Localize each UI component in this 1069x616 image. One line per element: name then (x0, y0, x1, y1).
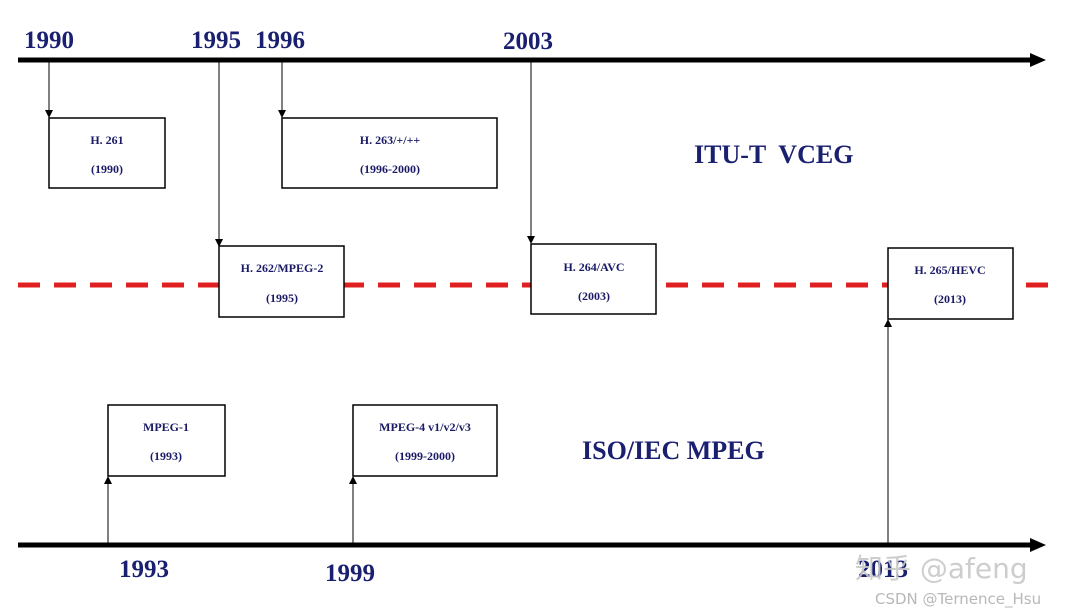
box-h262: H. 262/MPEG-2 (1995) (218, 245, 345, 318)
group-label-itu-vceg: ITU-T VCEG (694, 140, 853, 169)
csdn-watermark: CSDN @Ternence_Hsu (875, 590, 1041, 609)
box-mpeg4-name: MPEG-4 v1/v2/v3 (379, 420, 471, 434)
top-timeline-arrowhead (1030, 53, 1046, 67)
zhihu-watermark: 知乎 @afeng (855, 552, 1028, 585)
box-mpeg4-years: (1999-2000) (395, 449, 455, 463)
box-h263-name: H. 263/+/++ (360, 133, 421, 147)
top-year-1990: 1990 (24, 27, 74, 54)
box-h265-name: H. 265/HEVC (914, 263, 985, 277)
bottom-year-1999: 1999 (325, 560, 375, 587)
box-h261-years: (1990) (91, 162, 123, 176)
bottom-year-2013: 2013 (858, 556, 908, 583)
box-h263-years: (1996-2000) (360, 162, 420, 176)
box-h263: H. 263/+/++ (1996-2000) (281, 117, 498, 189)
box-h264-name: H. 264/AVC (563, 260, 624, 274)
top-year-1995: 1995 (191, 27, 241, 54)
group-label-iso-mpeg: ISO/IEC MPEG (582, 436, 765, 465)
box-h265-years: (2013) (934, 292, 966, 306)
box-h264: H. 264/AVC (2003) (530, 243, 657, 315)
box-mpeg4: MPEG-4 v1/v2/v3 (1999-2000) (352, 404, 498, 477)
box-mpeg1-years: (1993) (150, 449, 182, 463)
box-h261-name: H. 261 (90, 133, 123, 147)
box-h262-name: H. 262/MPEG-2 (241, 261, 324, 275)
top-year-1996: 1996 (255, 27, 305, 54)
box-h262-years: (1995) (266, 291, 298, 305)
top-year-2003: 2003 (503, 28, 553, 55)
box-h265: H. 265/HEVC (2013) (887, 247, 1014, 320)
box-h261: H. 261 (1990) (48, 117, 166, 189)
box-mpeg1-name: MPEG-1 (143, 420, 189, 434)
bottom-timeline-arrowhead (1030, 538, 1046, 552)
bottom-year-1993: 1993 (119, 556, 169, 583)
box-h264-years: (2003) (578, 289, 610, 303)
box-mpeg1: MPEG-1 (1993) (107, 404, 226, 477)
